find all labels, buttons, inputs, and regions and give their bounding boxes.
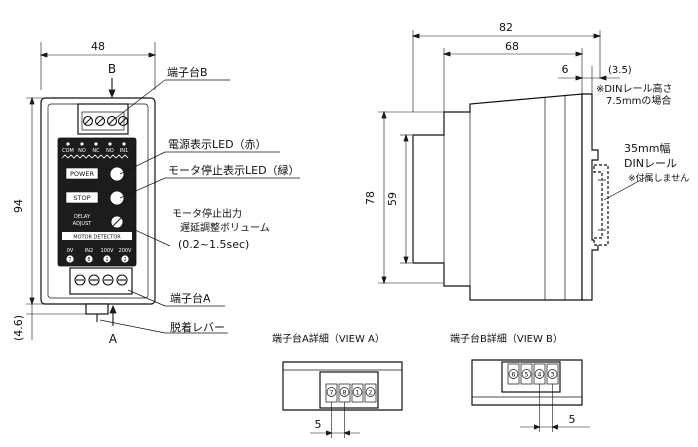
- terminal-b-label: 端子台B: [167, 65, 208, 79]
- power-led: [109, 166, 125, 182]
- terminal-a-label: 端子台A: [170, 291, 211, 305]
- bottom-screw-terminals: [74, 274, 128, 286]
- delay-text: DELAY: [74, 214, 91, 220]
- din-note-line2: 7.5mmの場合: [606, 94, 671, 107]
- front-view: 48 94 (4.6) B COM: [12, 40, 300, 346]
- dim-depth-68: 68: [505, 40, 519, 53]
- din-rail: [593, 164, 609, 246]
- power-led-label: 電源表示LED（赤）: [168, 137, 267, 151]
- svg-text:5: 5: [524, 371, 528, 379]
- panel-terminal-labels: COM NO NC NO IN1: [62, 148, 128, 154]
- power-text: POWER: [70, 170, 95, 178]
- delay-range-label: (0.2~1.5sec): [178, 238, 249, 251]
- dim-depth-82: 82: [499, 21, 513, 34]
- label-nc: NC: [92, 148, 100, 154]
- label-no: NO: [78, 148, 86, 154]
- svg-text:8: 8: [342, 389, 346, 397]
- label-in2: IN2: [85, 248, 93, 254]
- svg-text:3: 3: [550, 371, 554, 379]
- view-b-marker: B: [108, 62, 116, 76]
- svg-text:1: 1: [355, 389, 359, 397]
- rail-label-line2: DINレール: [624, 157, 677, 170]
- delay-label-line1: モータ停止出力: [172, 207, 242, 220]
- stop-led-label: モータ停止表示LED（緑）: [168, 163, 300, 177]
- dim-rail-offset-6: 6: [562, 63, 569, 76]
- din-note-line1: ※DINレール高さ: [596, 82, 673, 95]
- rail-label-line1: 35mm幅: [624, 142, 670, 155]
- svg-text:7: 7: [68, 257, 71, 263]
- svg-text:8: 8: [87, 257, 90, 263]
- svg-text:7: 7: [329, 389, 333, 397]
- detail-a: 端子台A詳細（VIEW A） 7 8 1 2 5: [272, 332, 403, 438]
- dim-width-48: 48: [91, 40, 105, 53]
- stop-text: STOP: [73, 194, 90, 202]
- release-lever: [85, 303, 109, 315]
- svg-text:2: 2: [123, 257, 126, 263]
- stop-led: [109, 190, 125, 206]
- brand-text: MOTOR DETECTOR: [73, 235, 121, 241]
- svg-text:4: 4: [537, 371, 541, 379]
- detail-b-title: 端子台B詳細（VIEW B）: [450, 332, 563, 345]
- label-com: COM: [62, 148, 74, 154]
- svg-text:1: 1: [105, 257, 108, 263]
- delay-label-line2: 遅延調整ボリューム: [180, 221, 270, 234]
- release-lever-label: 脱着レバー: [170, 320, 225, 334]
- detail-b-pitch: 5: [569, 413, 576, 426]
- label-100v: 100V: [101, 248, 115, 254]
- label-no2: NO: [106, 148, 114, 154]
- side-body: [412, 93, 583, 301]
- side-view: 82 68 6 (3.5) ※DINレール高さ 7.5mmの場合 78 59: [364, 21, 689, 301]
- label-200v: 200V: [119, 248, 133, 254]
- svg-text:6: 6: [511, 371, 515, 379]
- front-leaders: [99, 79, 300, 334]
- rail-note: ※付属しません: [628, 173, 689, 184]
- label-in1: IN1: [120, 148, 128, 154]
- detail-b-terminals: 6 5 4 3: [507, 363, 559, 385]
- label-0v: 0V: [67, 248, 74, 254]
- dim-height-78: 78: [364, 191, 377, 205]
- dim-height-59: 59: [386, 192, 399, 206]
- dim-lever-4-6: (4.6): [12, 315, 25, 341]
- bottom-terminal-numbers: 7 8 1 2: [66, 255, 129, 263]
- adjust-text: ADJUST: [73, 221, 93, 227]
- svg-text:2: 2: [368, 389, 372, 397]
- top-screw-terminals: [82, 115, 129, 127]
- detail-a-pitch: 5: [315, 418, 322, 431]
- detail-a-title: 端子台A詳細（VIEW A）: [272, 332, 385, 345]
- detail-b: 端子台B詳細（VIEW B） 6 5 4 3 5: [450, 332, 590, 432]
- view-a-marker: A: [109, 332, 118, 346]
- dim-rail-3-5: (3.5): [608, 65, 632, 76]
- dim-height-94: 94: [12, 199, 25, 213]
